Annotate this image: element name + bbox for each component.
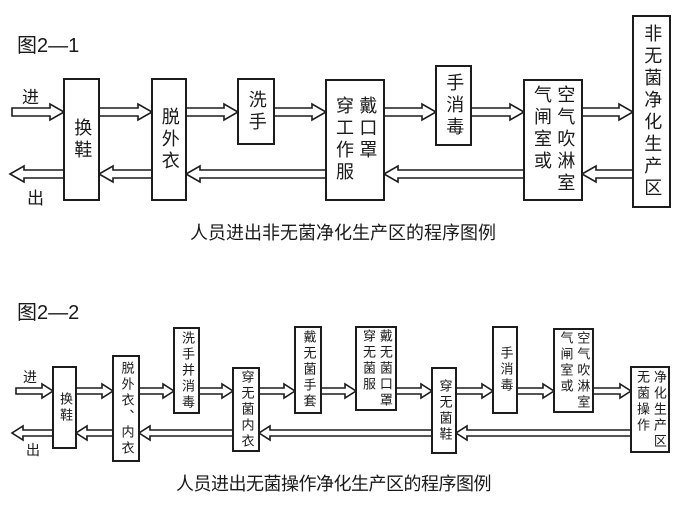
fig2-step-sterile-shoes: 穿无菌鞋	[431, 367, 457, 454]
flow-arrow-right	[581, 102, 635, 122]
step-text: 穿无菌内衣	[239, 369, 255, 450]
fig1-nonsterile-production-area: 非无菌净化生产区	[632, 15, 671, 208]
fig2-step-sterile-clothes-mask: 穿无菌服 戴无菌口罩	[355, 326, 397, 411]
step-text-col2: 空气吹淋室	[555, 85, 576, 195]
step-text-col1: 无菌操作	[635, 369, 650, 434]
fig1-step-airlock-airshower: 气闸室或 空气吹淋室	[523, 79, 583, 201]
flow-arrow-left	[8, 164, 65, 184]
flow-arrow-right	[592, 382, 633, 400]
flow-arrow-right	[395, 382, 434, 400]
step-text: 洗手	[246, 89, 267, 134]
flow-arrow-right	[198, 382, 235, 400]
fig1-step-hand-disinfect: 手消毒	[435, 65, 472, 146]
step-text: 穿无菌鞋	[437, 378, 453, 443]
fig2-step-hand-disinfect: 手消毒	[492, 326, 518, 414]
flow-arrow-right	[15, 382, 55, 400]
flow-arrow-right	[138, 382, 176, 400]
step-text: 脱外衣	[159, 106, 180, 173]
flow-arrow-right	[98, 102, 154, 122]
step-text-col1: 气闸室或	[558, 330, 574, 395]
fig2-step-change-shoes: 换鞋	[52, 366, 77, 449]
fig2-step-sterile-gloves: 戴无菌手套	[294, 326, 322, 414]
step-text: 戴无菌手套	[301, 330, 317, 410]
flow-arrow-right	[320, 382, 358, 400]
flow-arrow-left	[184, 164, 327, 184]
flow-arrow-right	[516, 382, 556, 400]
fig1-step-wear-workclothes-mask: 穿工作服 戴口罩	[325, 79, 385, 201]
flow-arrow-right	[75, 382, 115, 400]
figure1-caption: 人员进出非无菌净化生产区的程序图例	[190, 223, 496, 243]
flow-arrow-right	[455, 382, 495, 400]
flow-arrow-left	[454, 424, 632, 442]
step-text: 手消毒	[444, 72, 465, 139]
fig2-step-airlock-airshower: 气闸室或 空气吹淋室	[553, 328, 594, 413]
figure2-caption: 人员进出无菌操作净化生产区的程序图例	[176, 474, 492, 494]
figure2-exit-label: 出	[26, 442, 40, 458]
figure2-label: 图2—2	[17, 302, 80, 324]
figure1-exit-label: 出	[27, 189, 44, 208]
step-text: 换鞋	[72, 117, 93, 162]
flow-arrow-right	[258, 382, 297, 400]
step-text-col2: 戴口罩	[357, 96, 378, 162]
flow-arrow-left	[10, 424, 54, 442]
fig2-step-wash-and-disinfect: 洗手并消毒	[173, 327, 200, 414]
flow-arrow-left	[257, 424, 433, 442]
step-text: 非无菌净化生产区	[642, 23, 663, 200]
step-text-col1: 穿无菌服	[361, 328, 376, 393]
fig2-step-remove-outer-inner-clothes: 脱外衣、内衣	[112, 355, 140, 462]
fig1-step-wash-hands: 洗手	[237, 78, 275, 145]
fig1-step-remove-outerwear: 脱外衣	[151, 78, 187, 201]
figure1-enter-label: 进	[22, 88, 39, 107]
flow-arrow-right	[273, 102, 328, 122]
fig2-sterile-operation-production-area: 无菌操作 净化生产区	[630, 366, 670, 453]
flow-arrow-right	[470, 102, 526, 122]
flow-arrow-right	[383, 102, 438, 122]
fig1-step-change-shoes: 换鞋	[63, 78, 100, 201]
step-text-col2: 空气吹淋室	[575, 330, 591, 411]
step-text: 手消毒	[498, 346, 514, 394]
step-text-col1: 气闸室或	[532, 85, 552, 173]
step-text: 脱外衣、内衣	[119, 360, 135, 457]
flow-arrow-right	[11, 102, 66, 122]
figure1-label: 图2—1	[17, 35, 80, 57]
flow-arrow-right	[185, 102, 240, 122]
flow-arrow-left	[580, 164, 634, 184]
step-text-col2: 戴无菌口罩	[377, 328, 393, 409]
step-text-col2: 净化生产区	[651, 369, 667, 450]
flow-arrow-left	[97, 164, 153, 184]
step-text-col1: 穿工作服	[334, 96, 354, 184]
step-text: 换鞋	[57, 391, 73, 424]
figure2-enter-label: 进	[23, 369, 37, 385]
fig2-step-sterile-underwear: 穿无菌内衣	[232, 367, 260, 452]
flow-arrow-left	[74, 424, 114, 442]
step-text: 洗手并消毒	[179, 330, 195, 411]
flow-arrow-left	[382, 164, 525, 184]
flow-arrow-left	[137, 424, 234, 442]
